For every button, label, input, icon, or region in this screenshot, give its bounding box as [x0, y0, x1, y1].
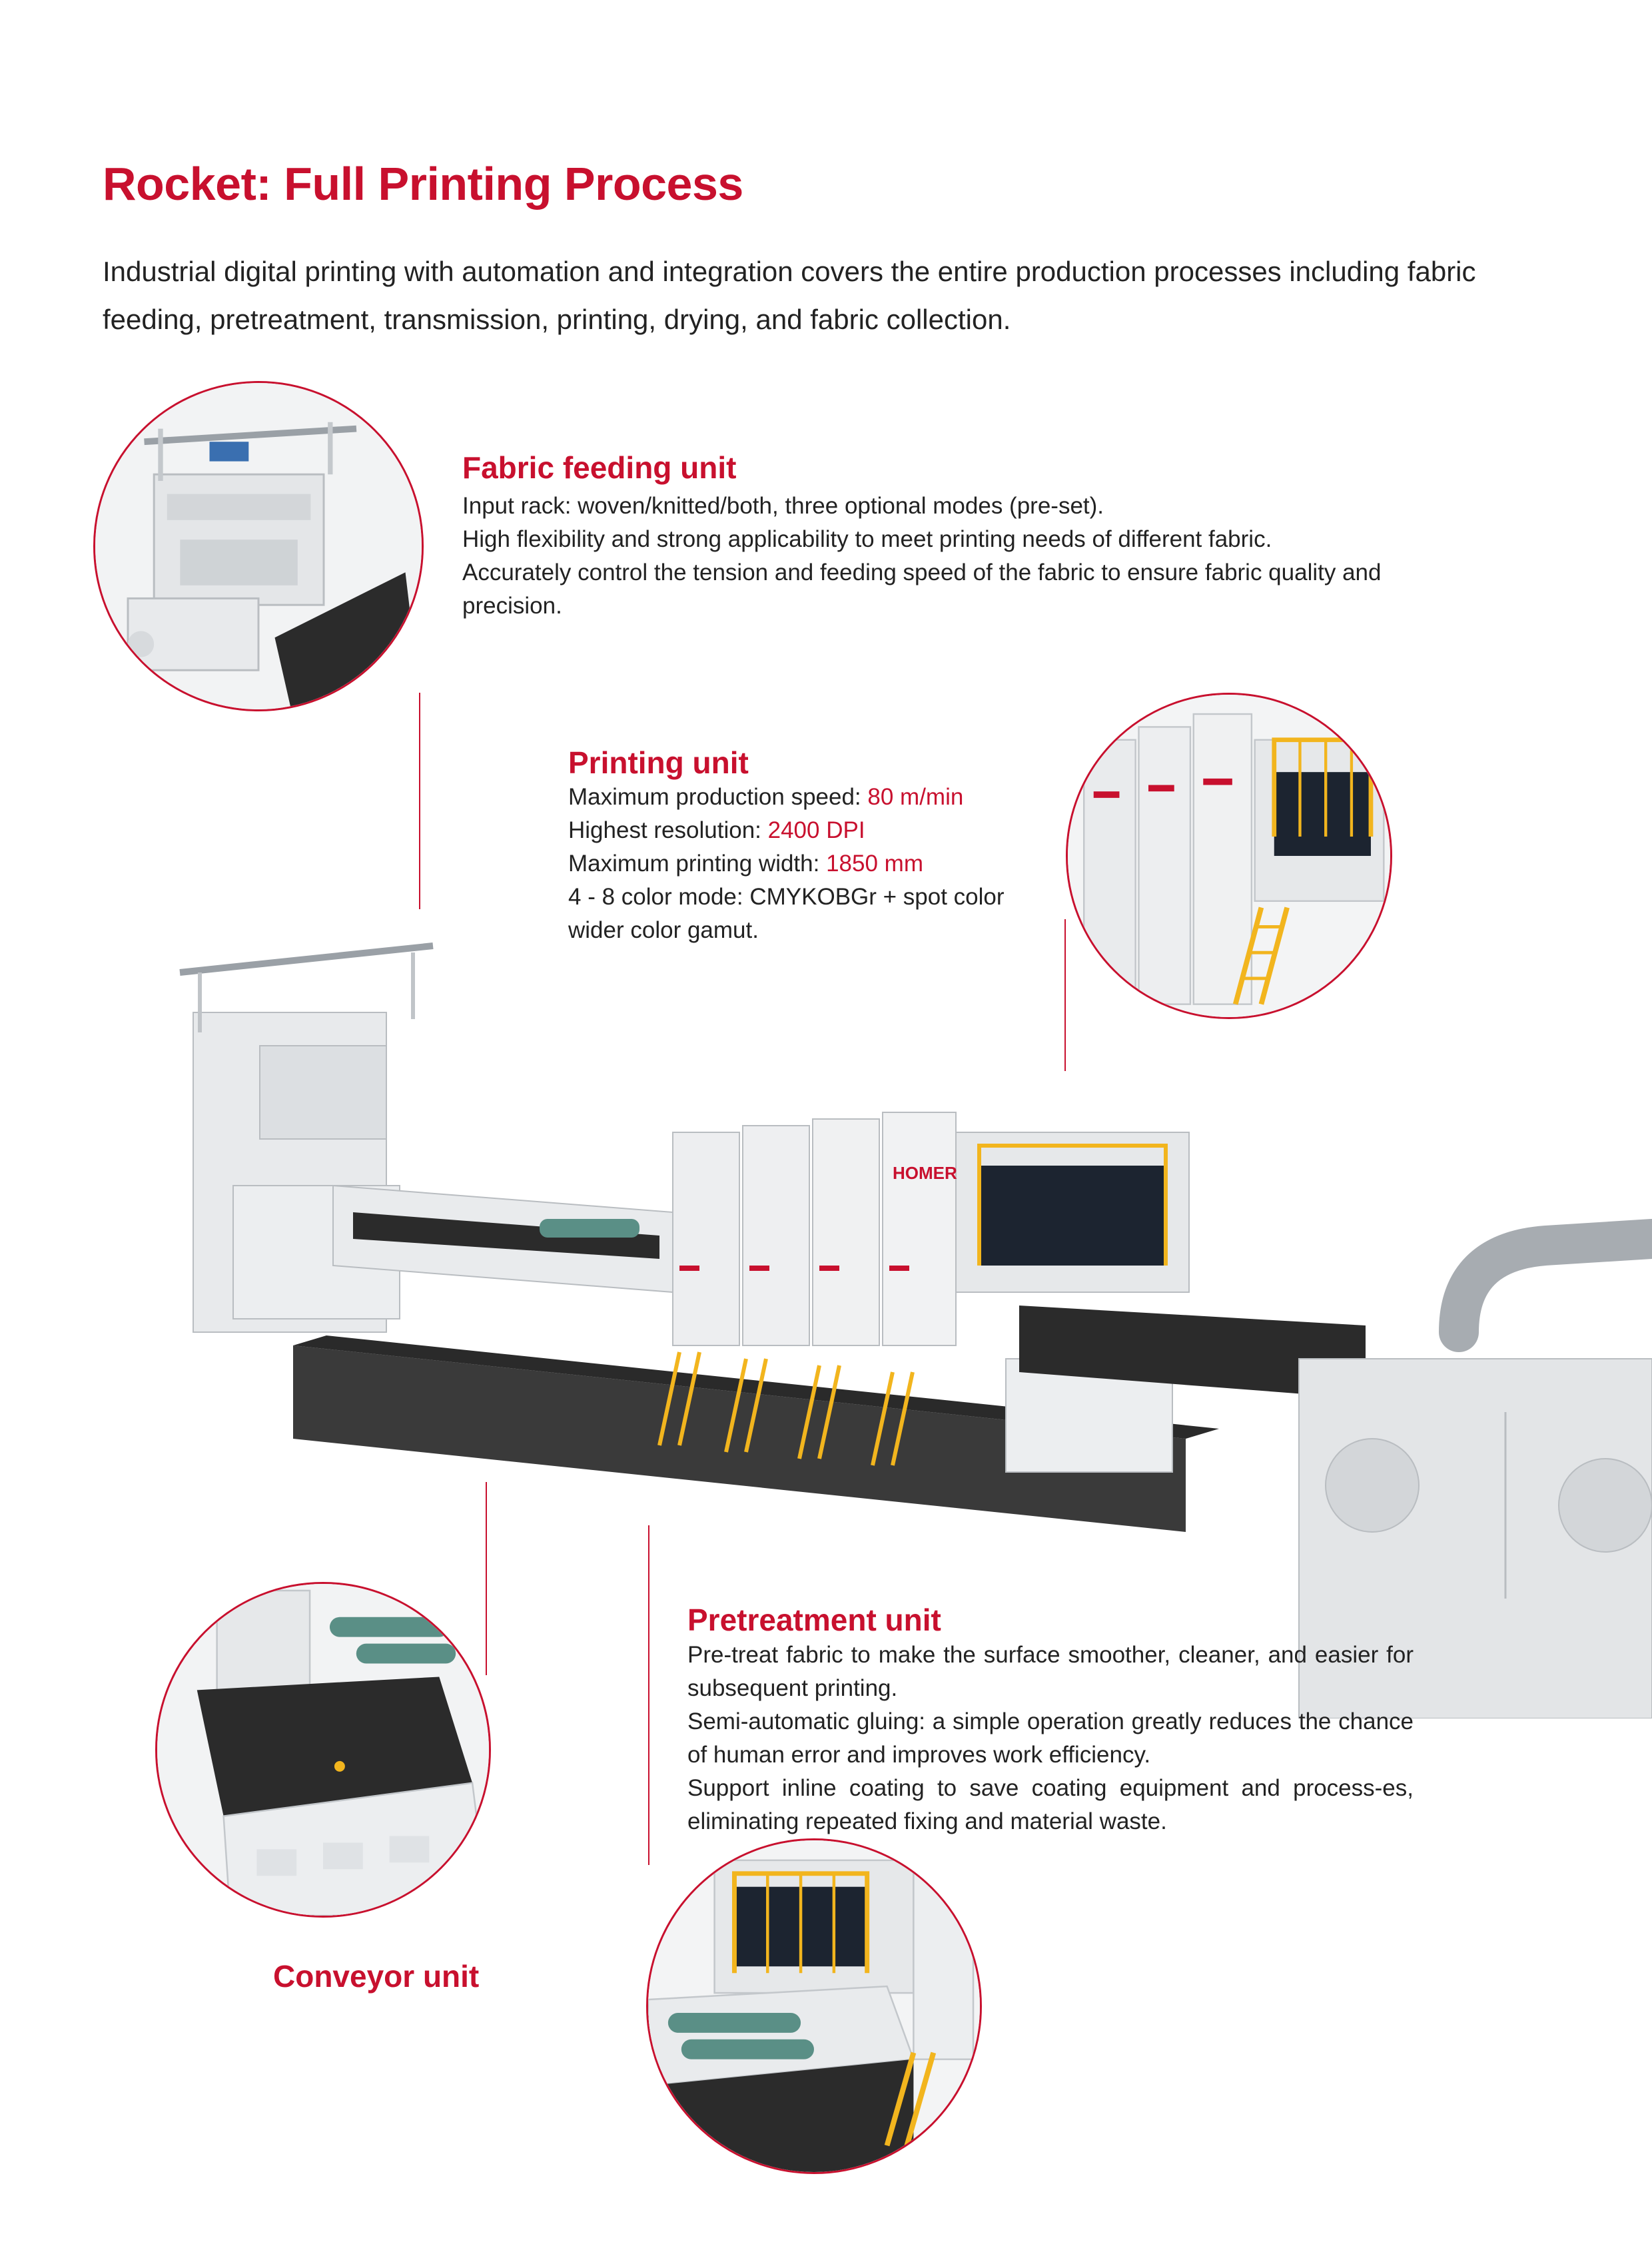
- page-title: Rocket: Full Printing Process: [103, 158, 743, 210]
- pretreatment-unit-description: Pre-treat fabric to make the surface smo…: [687, 1639, 1414, 1838]
- spec-color-mode: 4 - 8 color mode: CMYKOBGr + spot color: [568, 884, 1005, 910]
- spec-resolution-value: 2400 DPI: [767, 817, 865, 843]
- intro-paragraph: Industrial digital printing with automat…: [103, 256, 1476, 335]
- printing-unit-connector-line: [1064, 919, 1066, 1071]
- spec-resolution: Highest resolution: 2400 DPI: [568, 817, 865, 843]
- fabric-feeding-heading: Fabric feeding unit: [462, 450, 737, 485]
- pretreatment-paragraph: Semi-automatic gluing: a simple operatio…: [687, 1708, 1414, 1768]
- spec-width-value: 1850 mm: [826, 851, 923, 877]
- brand-logo: HOMER: [893, 1163, 957, 1183]
- printing-unit-heading: Printing unit: [568, 745, 749, 780]
- fabric-feeding-line: High flexibility and strong applicabilit…: [462, 526, 1272, 552]
- conveyor-unit-heading: Conveyor unit: [273, 1959, 480, 1994]
- pretreatment-paragraph: Support inline coating to save coating e…: [687, 1775, 1414, 1834]
- pretreatment-unit-heading: Pretreatment unit: [687, 1603, 941, 1637]
- fabric-feeding-line: Accurately control the tension and feedi…: [462, 560, 1382, 619]
- spec-width: Maximum printing width: 1850 mm: [568, 851, 923, 877]
- pretreatment-paragraph: Pre-treat fabric to make the surface smo…: [687, 1642, 1414, 1701]
- spec-color-gamut: wider color gamut.: [568, 917, 759, 943]
- fabric-feeding-description: Input rack: woven/knitted/both, three op…: [462, 490, 1475, 623]
- pretreatment-unit-closeup-image: [646, 1838, 982, 2174]
- conveyor-connector-line: [486, 1482, 487, 1675]
- printing-unit-specs: Maximum production speed: 80 m/min Highe…: [568, 781, 1048, 947]
- conveyor-unit-closeup-image: [155, 1582, 491, 1918]
- printing-unit-closeup-image: [1066, 693, 1392, 1019]
- fabric-feeding-closeup-image: [93, 381, 424, 711]
- fabric-feeding-line: Input rack: woven/knitted/both, three op…: [462, 493, 1104, 519]
- spec-speed: Maximum production speed: 80 m/min: [568, 784, 964, 810]
- pretreatment-connector-line: [648, 1525, 649, 1865]
- fabric-feeding-connector-line: [419, 693, 420, 909]
- production-line-illustration: HOMER: [153, 933, 1652, 1718]
- spec-speed-value: 80 m/min: [867, 784, 964, 810]
